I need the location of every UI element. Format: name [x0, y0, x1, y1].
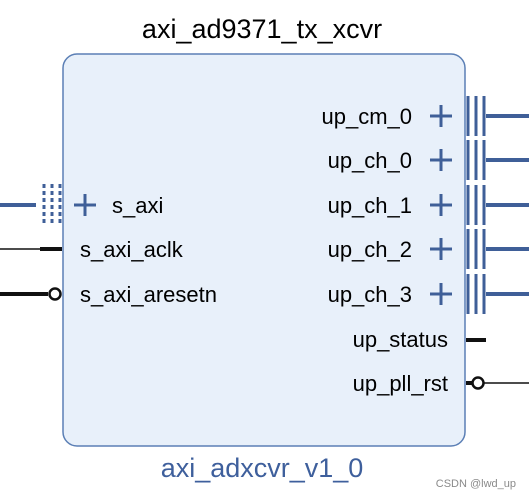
- port-label-up-ch-2: up_ch_2: [328, 237, 412, 262]
- right-bus-ports: up_cm_0 up_ch_0 up_ch_1 up_ch_2 up_ch_3: [321, 96, 529, 314]
- block-title: axi_ad9371_tx_xcvr: [142, 14, 382, 44]
- up-ch-2-expand-plus-icon[interactable]: [430, 238, 452, 260]
- port-up-ch-2[interactable]: up_ch_2: [328, 229, 529, 269]
- up-cm-0-expand-plus-icon[interactable]: [430, 105, 452, 127]
- up-ch-0-expand-plus-icon[interactable]: [430, 149, 452, 171]
- up-ch-0-bus-connector-icon: [466, 140, 486, 180]
- port-label-up-pll-rst: up_pll_rst: [353, 371, 448, 396]
- up-ch-1-bus-connector-icon: [466, 185, 486, 225]
- up-ch-3-bus-connector-icon: [466, 274, 486, 314]
- ip-block-body[interactable]: [62, 53, 466, 447]
- port-label-up-ch-3: up_ch_3: [328, 282, 412, 307]
- port-s-axi-aresetn[interactable]: s_axi_aresetn: [0, 282, 217, 307]
- port-label-up-status: up_status: [353, 327, 448, 352]
- port-up-ch-0[interactable]: up_ch_0: [328, 140, 529, 180]
- up-cm-0-bus-connector-icon: [466, 96, 486, 136]
- port-up-status[interactable]: up_status: [353, 327, 486, 352]
- up-pll-rst-inversion-bubble-icon: [471, 376, 485, 390]
- port-up-ch-1[interactable]: up_ch_1: [328, 185, 529, 225]
- port-label-s-axi: s_axi: [112, 193, 163, 218]
- port-label-s-axi-aclk: s_axi_aclk: [80, 237, 184, 262]
- port-label-up-ch-1: up_ch_1: [328, 193, 412, 218]
- port-up-pll-rst[interactable]: up_pll_rst: [353, 371, 529, 396]
- port-s-axi[interactable]: s_axi: [0, 184, 163, 224]
- port-label-s-axi-aresetn: s_axi_aresetn: [80, 282, 217, 307]
- up-ch-3-expand-plus-icon[interactable]: [430, 283, 452, 305]
- s-axi-aresetn-inversion-bubble-icon: [48, 287, 62, 301]
- port-up-cm-0[interactable]: up_cm_0: [321, 96, 529, 136]
- port-label-up-cm-0: up_cm_0: [321, 104, 412, 129]
- up-ch-2-bus-connector-icon: [466, 229, 486, 269]
- watermark: CSDN @lwd_up: [436, 478, 516, 490]
- port-up-ch-3[interactable]: up_ch_3: [328, 274, 529, 314]
- s-axi-bus-connector-icon: [42, 184, 62, 224]
- port-label-up-ch-0: up_ch_0: [328, 148, 412, 173]
- block-subtitle: axi_adxcvr_v1_0: [161, 453, 364, 483]
- port-s-axi-aclk[interactable]: s_axi_aclk: [0, 237, 184, 262]
- up-ch-1-expand-plus-icon[interactable]: [430, 194, 452, 216]
- s-axi-expand-plus-icon[interactable]: [74, 194, 96, 216]
